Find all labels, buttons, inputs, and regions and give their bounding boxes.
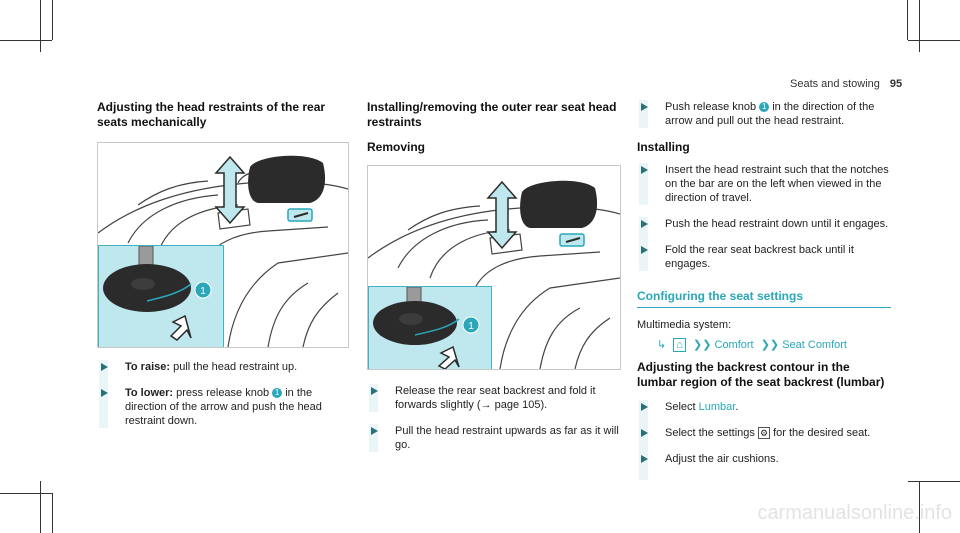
column-1: Adjusting the head restraints of the rea… <box>97 100 349 440</box>
heading-install-remove: Installing/removing the outer rear seat … <box>367 100 617 129</box>
crop-mark <box>919 481 920 533</box>
step-push-release-knob: Push release knob 1 in the direction of … <box>637 100 891 128</box>
figure-inset-knob: 1 <box>368 286 492 369</box>
crop-mark <box>907 0 908 40</box>
bullet-arrow-icon <box>641 103 648 111</box>
column-3: Push release knob 1 in the direction of … <box>637 100 891 480</box>
crop-mark <box>0 493 52 494</box>
crop-mark <box>919 0 920 52</box>
section-title: Seats and stowing <box>790 78 880 90</box>
headrest-shape <box>248 155 326 203</box>
settings-gear-icon: ⚙ <box>757 427 771 439</box>
figure-rear-headrest-2: 1 <box>367 165 621 370</box>
menu-item-comfort: Comfort <box>714 339 754 351</box>
column-2: Installing/removing the outer rear seat … <box>367 100 621 464</box>
crop-mark <box>40 481 41 533</box>
crop-mark <box>908 481 960 482</box>
bullet-arrow-icon <box>101 389 108 397</box>
bullet-arrow-icon <box>641 455 648 463</box>
multimedia-label: Multimedia system: <box>637 319 732 331</box>
heading-installing: Installing <box>637 140 690 154</box>
step-adjust-air: Adjust the air cushions. <box>637 452 891 480</box>
crop-mark <box>0 40 52 41</box>
up-down-arrow-icon <box>486 180 518 250</box>
figure-callout: 1 <box>468 321 474 332</box>
step-pull-headrest: Pull the head restraint upwards as far a… <box>367 424 620 452</box>
up-down-arrow-icon <box>214 155 246 225</box>
press-arrow-icon <box>169 314 192 341</box>
rear-seat-illustration <box>368 180 620 369</box>
step-lower: To lower: press release knob 1 in the di… <box>97 386 349 428</box>
step-raise: To raise: pull the head restraint up. <box>97 360 349 388</box>
headrest-shape <box>520 180 598 228</box>
heading-head-restraints-mechanical: Adjusting the head restraints of the rea… <box>97 100 326 129</box>
step-fold-back: Fold the rear seat backrest back until i… <box>637 243 891 271</box>
page-number: 95 <box>889 78 903 90</box>
knob-detail: 1 <box>103 245 212 341</box>
figure-callout: 1 <box>200 286 206 297</box>
rear-seat-illustration <box>98 155 348 347</box>
step-select-settings: Select the settings ⚙ for the desired se… <box>637 426 891 454</box>
bullet-arrow-icon <box>641 220 648 228</box>
crop-mark <box>40 0 41 52</box>
step-select-lumbar: Select Lumbar. <box>637 400 891 428</box>
press-arrow-icon <box>437 345 460 369</box>
figure-rear-headrest-1: 1 <box>97 142 349 348</box>
bullet-arrow-icon <box>641 403 648 411</box>
crop-mark <box>52 493 53 533</box>
enter-arrow-icon: ↳ <box>657 339 667 351</box>
watermark: carmanualsonline.info <box>757 502 952 524</box>
bullet-arrow-icon <box>371 427 378 435</box>
heading-adjust-lumbar: Adjusting the backrest contour in the lu… <box>637 360 885 389</box>
chevron-icon: ❯❯ <box>760 339 780 351</box>
bullet-arrow-icon <box>641 246 648 254</box>
bullet-arrow-icon <box>641 429 648 437</box>
knob-detail: 1 <box>373 286 480 369</box>
menu-item-seat-comfort: Seat Comfort <box>782 339 847 351</box>
step-insert-headrest: Insert the head restraint such that the … <box>637 163 891 205</box>
menu-path: ↳ ⌂ ❯❯ Comfort ❯❯ Seat Comfort <box>657 338 891 352</box>
bullet-arrow-icon <box>641 166 648 174</box>
callout-badge: 1 <box>272 388 283 399</box>
step-push-down: Push the head restraint down until it en… <box>637 217 891 245</box>
home-icon: ⌂ <box>673 338 686 352</box>
section-heading-seat-settings: Configuring the seat settings <box>637 289 891 308</box>
lumbar-link: Lumbar <box>698 401 736 413</box>
crop-mark <box>52 0 53 40</box>
step-release-backrest: Release the rear seat backrest and fold … <box>367 384 620 412</box>
bullet-arrow-icon <box>101 363 108 371</box>
subheading-removing: Removing <box>367 140 426 154</box>
crop-mark <box>908 40 960 41</box>
bullet-arrow-icon <box>371 387 378 395</box>
callout-badge: 1 <box>759 102 770 113</box>
chevron-icon: ❯❯ <box>693 339 712 351</box>
page-header: Seats and stowing 95 <box>790 78 902 90</box>
figure-inset-knob: 1 <box>98 245 224 347</box>
